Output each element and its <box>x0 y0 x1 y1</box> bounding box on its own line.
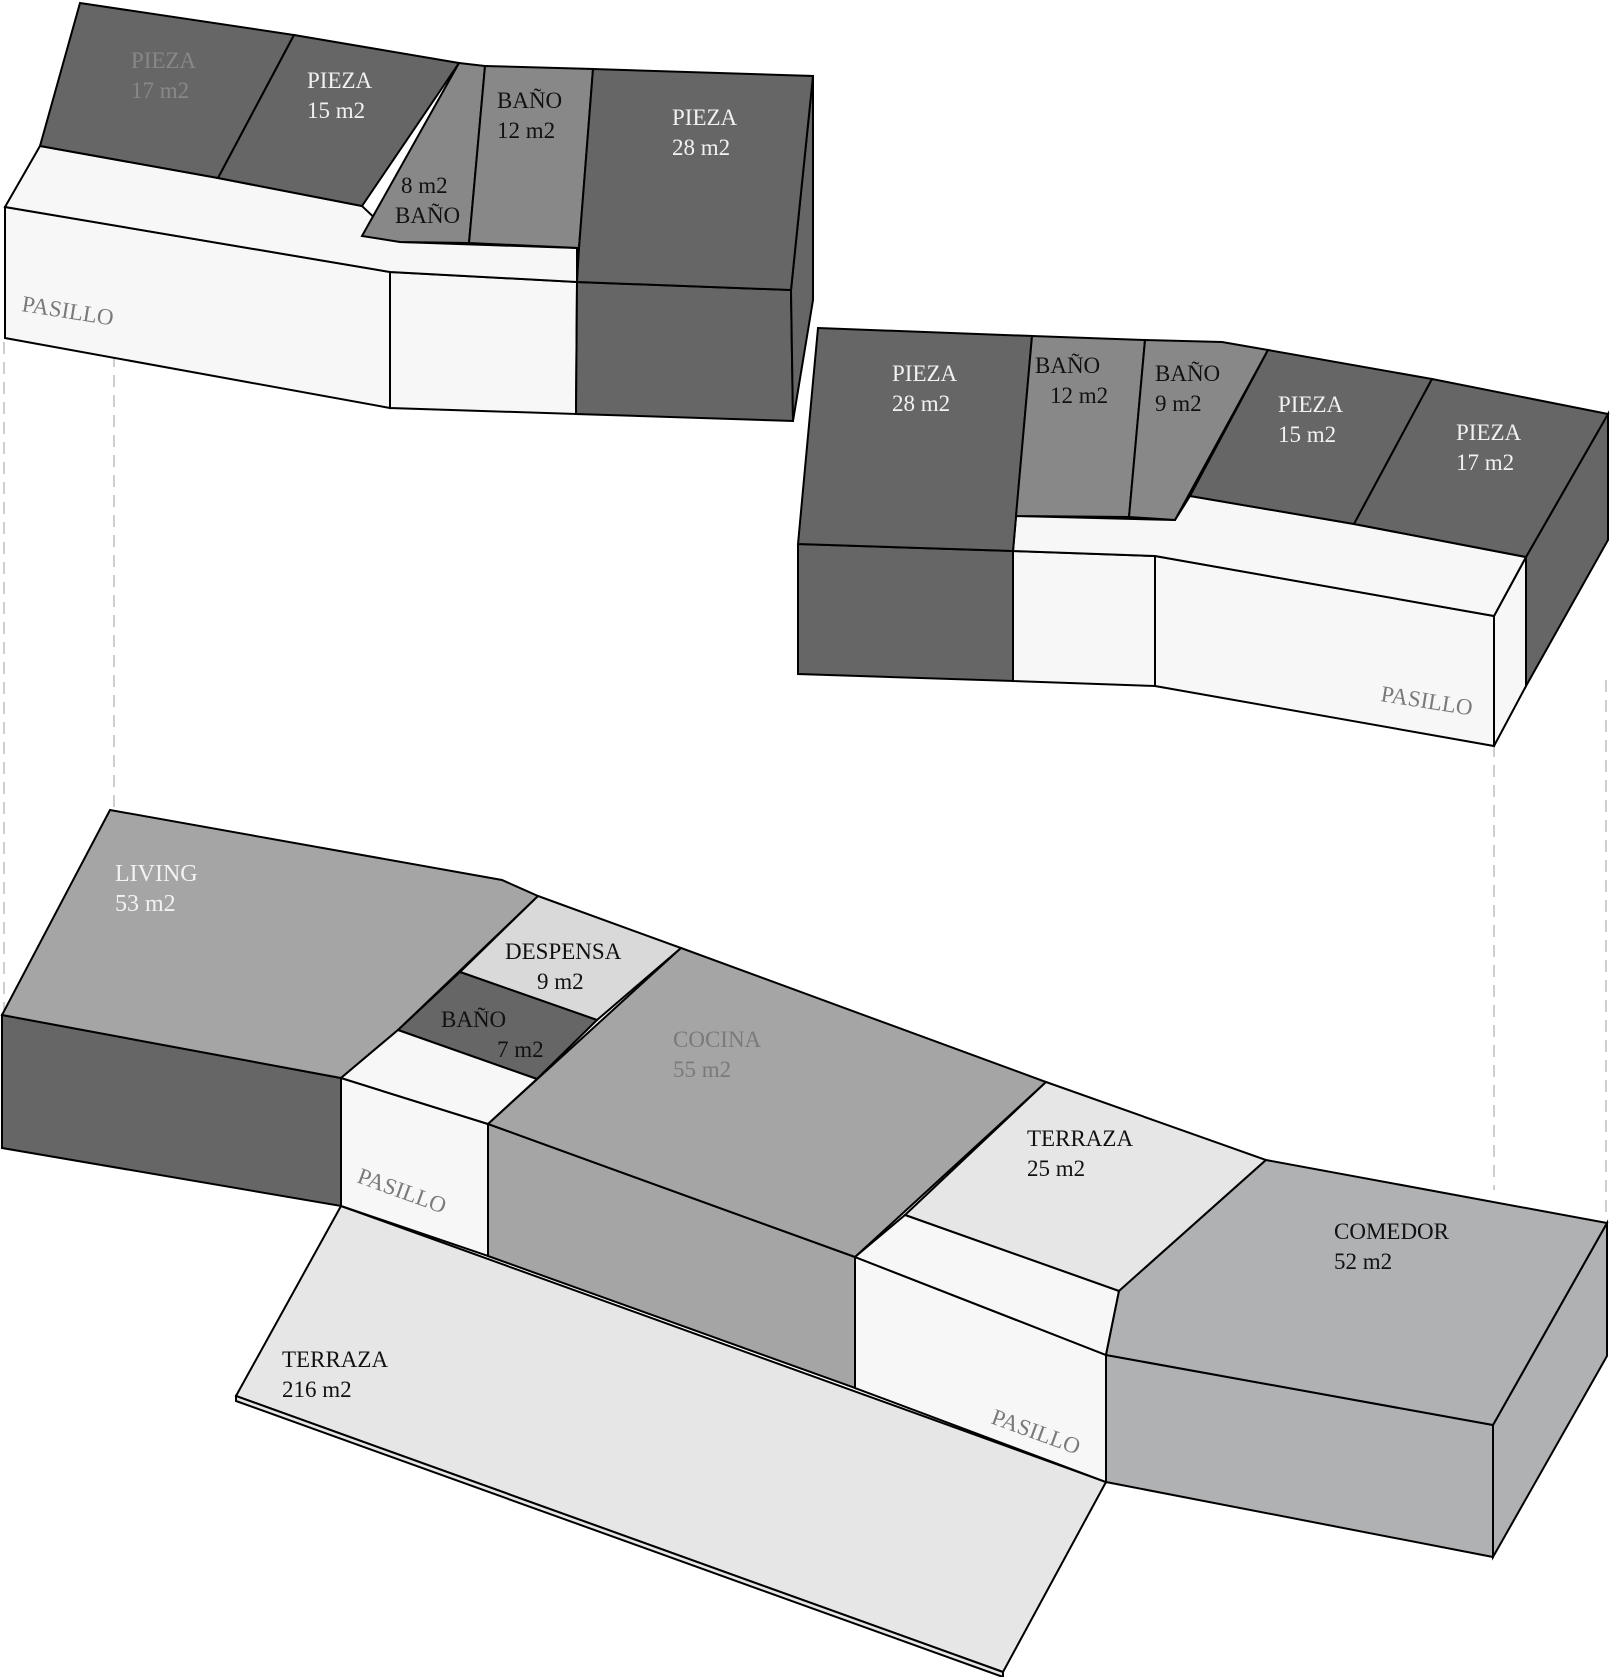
label-g-terraza25-name: TERRAZA <box>1027 1126 1133 1151</box>
label-g-living-area: 53 m2 <box>115 891 176 917</box>
room-upper-right-pieza-17 <box>1352 377 1610 559</box>
label-ur-bano12-area: 12 m2 <box>1050 383 1108 408</box>
label-ur-bano9-name: BAÑO <box>1155 361 1220 386</box>
label-ur-pieza15-area: 15 m2 <box>1278 422 1336 447</box>
upper-left-pieza-front-face <box>574 280 795 423</box>
label-g-cocina-name: COCINA <box>673 1027 762 1052</box>
label-ul-bano12-name: BAÑO <box>497 88 562 113</box>
label-g-terraza216-area: 216 m2 <box>282 1377 352 1402</box>
label-ul-pieza17-area: 17 m2 <box>131 78 189 103</box>
room-upper-left-bano-8 <box>360 61 487 245</box>
upper-right-pasillo-front-face <box>1012 549 1156 688</box>
label-g-bano-area: 7 m2 <box>497 1037 544 1062</box>
projection-guides <box>3 342 1607 1220</box>
label-ur-bano9-area: 9 m2 <box>1155 391 1202 416</box>
room-upper-left-pieza-15 <box>216 33 461 208</box>
label-g-bano-name: BAÑO <box>441 1007 506 1032</box>
label-g-comedor-area: 52 m2 <box>1334 1249 1392 1274</box>
room-ground-comedor-52 <box>1104 1158 1609 1427</box>
label-ul-pieza15-name: PIEZA <box>307 68 373 93</box>
label-ul-pieza15-area: 15 m2 <box>307 98 365 123</box>
label-g-terraza25-area: 25 m2 <box>1027 1156 1085 1181</box>
terraza-slab-edge <box>235 1394 1004 1677</box>
label-ur-pieza17-area: 17 m2 <box>1456 450 1514 475</box>
room-upper-right-pieza-28 <box>796 326 1034 553</box>
label-ur-pieza28-area: 28 m2 <box>892 391 950 416</box>
ground-floor-block <box>0 808 1609 1677</box>
label-ur-pieza28-name: PIEZA <box>892 361 958 386</box>
label-g-terraza216-name: TERRAZA <box>282 1347 388 1372</box>
label-g-living-name: LIVING <box>115 861 198 887</box>
room-labels: PIEZA 17 m2 PIEZA 15 m2 8 m2 BAÑO BAÑO 1… <box>20 48 1521 1459</box>
room-upper-left-pieza-28 <box>575 67 815 292</box>
label-g-despensa-name: DESPENSA <box>505 939 622 964</box>
label-ul-bano8-name: BAÑO <box>395 203 460 228</box>
label-g-despensa-area: 9 m2 <box>537 969 584 994</box>
upper-right-floor-block <box>796 326 1610 748</box>
upper-left-pasillo-front-face-2 <box>389 270 579 416</box>
label-g-cocina-area: 55 m2 <box>673 1057 731 1082</box>
label-ur-pieza15-name: PIEZA <box>1278 392 1344 417</box>
label-ur-pieza17-name: PIEZA <box>1456 420 1522 445</box>
label-g-comedor-name: COMEDOR <box>1334 1219 1450 1244</box>
label-ul-pieza17-name: PIEZA <box>131 48 197 73</box>
label-ul-pieza28-area: 28 m2 <box>672 135 730 160</box>
label-ul-bano8-area: 8 m2 <box>401 173 448 198</box>
upper-left-floor-block <box>3 1 815 423</box>
label-ul-pieza28-name: PIEZA <box>672 105 738 130</box>
label-ur-bano12-name: BAÑO <box>1035 353 1100 378</box>
label-ul-bano12-area: 12 m2 <box>497 118 555 143</box>
upper-right-pieza-front-face <box>797 542 1014 683</box>
